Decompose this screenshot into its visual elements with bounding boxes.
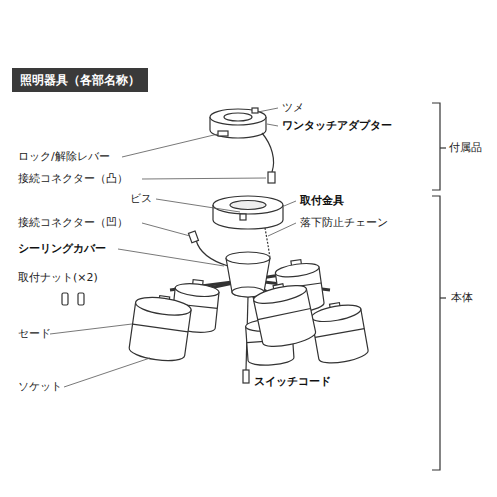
title-box: 照明器具（各部名称） [12,68,148,92]
part-label: ビス [130,192,152,206]
part-label: 取付金具 [300,194,344,208]
part-label: 付属品 [449,141,482,155]
part-label: 接続コネクター（凹） [18,216,128,230]
part-label: シーリングカバー [18,242,106,256]
part-label: ソケット [18,380,62,394]
part-label: 取付ナット(×2) [18,271,98,285]
part-label: 落下防止チェーン [300,216,388,230]
part-label: 接続コネクター（凸） [18,172,128,186]
part-label: スイッチコード [254,375,331,389]
title-text: 照明器具（各部名称） [20,72,148,88]
part-label: ロック/解除レバー [18,150,110,164]
part-label: ツメ [282,101,304,115]
part-label: ワンタッチアダプター [282,119,392,133]
part-label: 本体 [451,291,473,305]
part-label: セード [18,327,51,341]
